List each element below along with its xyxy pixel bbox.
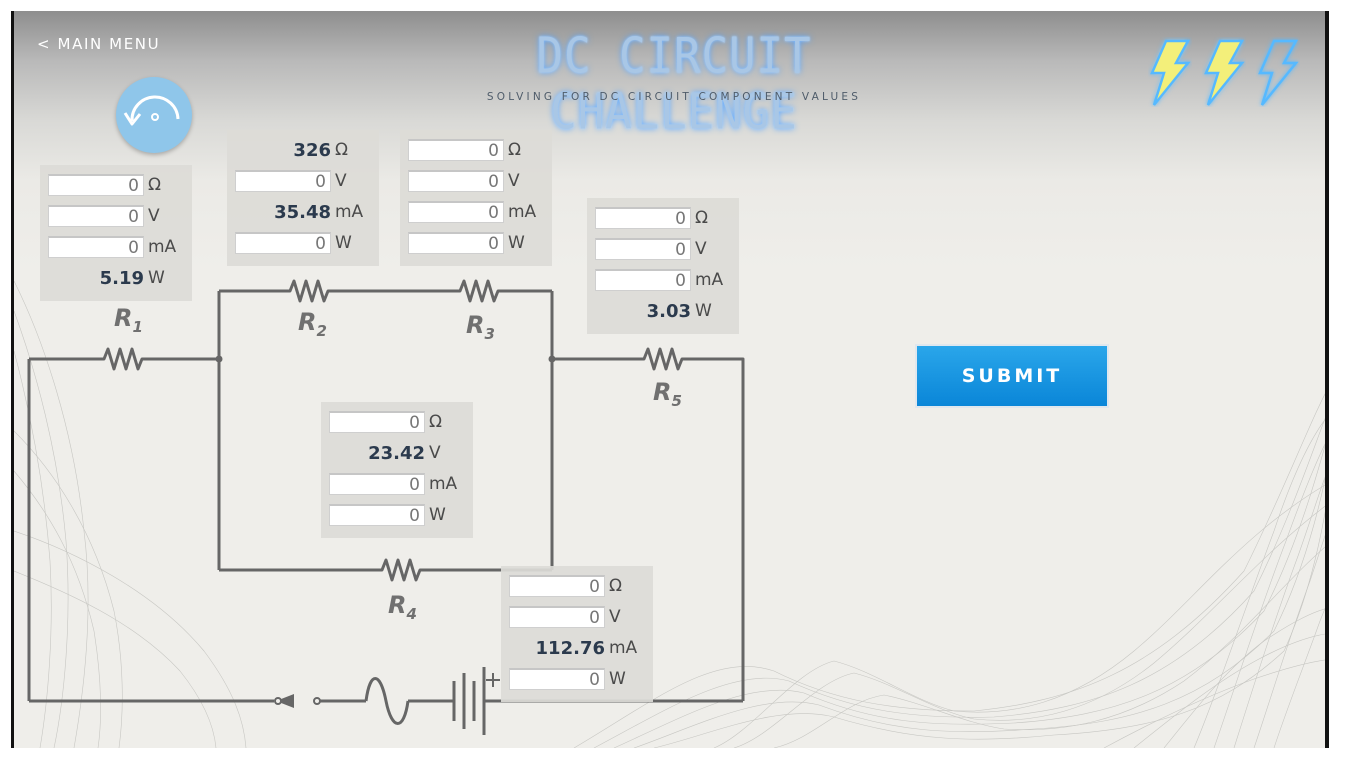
circuit-diagram <box>27 279 745 735</box>
r2-ma-value: 35.48 <box>274 201 331 223</box>
node-left <box>215 355 223 363</box>
bolt-icon-1 <box>1150 39 1191 106</box>
source-watt-input[interactable] <box>509 668 605 690</box>
r5-ohm-input[interactable] <box>595 207 691 229</box>
source-ma-value: 112.76 <box>535 637 605 659</box>
r4-panel: Ω 23.42V mA W <box>321 402 473 538</box>
r5-watt-value: 3.03 <box>646 300 691 322</box>
unit-watt: W <box>148 268 165 288</box>
r1-ma-input[interactable] <box>48 236 144 258</box>
r2-volt-input[interactable] <box>235 170 331 192</box>
r3-ma-input[interactable] <box>408 201 504 223</box>
r3-volt-input[interactable] <box>408 170 504 192</box>
unit-volt: V <box>429 443 441 463</box>
resistor-r5-symbol <box>638 347 688 371</box>
game-frame: < MAIN MENU DC CIRCUIT CHALLENGE SOLVING… <box>11 11 1329 748</box>
resistor-r3-symbol <box>454 279 504 303</box>
source-ohm-input[interactable] <box>509 575 605 597</box>
resistor-r1-symbol <box>99 347 146 371</box>
node-right <box>548 355 556 363</box>
r1-ohm-input[interactable] <box>48 174 144 196</box>
unit-ohm: Ω <box>148 175 161 195</box>
unit-milliamp: mA <box>429 474 458 494</box>
r4-watt-input[interactable] <box>329 504 425 526</box>
ac-source-symbol <box>364 677 410 725</box>
r5-ma-input[interactable] <box>595 269 691 291</box>
source-volt-input[interactable] <box>509 606 605 628</box>
switch-contact-left <box>274 697 282 705</box>
resistor-r2-symbol <box>284 279 334 303</box>
switch-contact-right <box>313 697 321 705</box>
r2-label: R2 <box>298 308 327 340</box>
r3-watt-input[interactable] <box>408 232 504 254</box>
unit-ohm: Ω <box>429 412 442 432</box>
unit-ohm: Ω <box>335 140 348 160</box>
main-menu-link[interactable]: < MAIN MENU <box>37 35 161 53</box>
unit-milliamp: mA <box>508 202 537 222</box>
unit-watt: W <box>609 669 626 689</box>
r1-watt-value: 5.19 <box>99 267 144 289</box>
unit-volt: V <box>148 206 160 226</box>
wire-r5-right <box>688 357 745 701</box>
direction-arrow <box>276 694 294 708</box>
undo-arrow-icon <box>123 95 180 126</box>
r5-panel: Ω V mA 3.03W <box>587 198 739 334</box>
r2-ohm-value: 326 <box>293 139 331 161</box>
unit-milliamp: mA <box>609 638 638 658</box>
unit-watt: W <box>508 233 525 253</box>
r3-panel: Ω V mA W <box>400 130 552 266</box>
r1-volt-input[interactable] <box>48 205 144 227</box>
r2-watt-input[interactable] <box>235 232 331 254</box>
submit-button[interactable]: SUBMIT <box>915 344 1109 408</box>
r3-label: R3 <box>466 311 495 343</box>
r4-label: R4 <box>388 591 417 623</box>
unit-watt: W <box>429 505 446 525</box>
unit-volt: V <box>695 239 707 259</box>
unit-milliamp: mA <box>335 202 364 222</box>
r5-volt-input[interactable] <box>595 238 691 260</box>
undo-button[interactable] <box>116 77 192 153</box>
resistor-r4-symbol <box>376 558 426 582</box>
r4-ohm-input[interactable] <box>329 411 425 433</box>
unit-volt: V <box>335 171 347 191</box>
game-title: DC CIRCUIT CHALLENGE <box>536 27 812 141</box>
r3-ohm-input[interactable] <box>408 139 504 161</box>
bolt-icon-3 <box>1258 39 1299 106</box>
r4-volt-value: 23.42 <box>368 442 425 464</box>
unit-ohm: Ω <box>508 140 521 160</box>
unit-watt: W <box>695 301 712 321</box>
unit-volt: V <box>609 607 621 627</box>
r1-label: R1 <box>114 304 143 336</box>
r4-ma-input[interactable] <box>329 473 425 495</box>
r1-panel: Ω V mA 5.19W <box>40 165 192 301</box>
unit-ohm: Ω <box>609 576 622 596</box>
lives-indicator <box>1150 39 1299 106</box>
bolt-icon-2 <box>1204 39 1245 106</box>
game-subtitle: SOLVING FOR DC CIRCUIT COMPONENT VALUES <box>486 91 862 103</box>
r5-label: R5 <box>653 378 682 410</box>
unit-milliamp: mA <box>148 237 177 257</box>
unit-ohm: Ω <box>695 208 708 228</box>
unit-watt: W <box>335 233 352 253</box>
unit-milliamp: mA <box>695 270 724 290</box>
unit-volt: V <box>508 171 520 191</box>
